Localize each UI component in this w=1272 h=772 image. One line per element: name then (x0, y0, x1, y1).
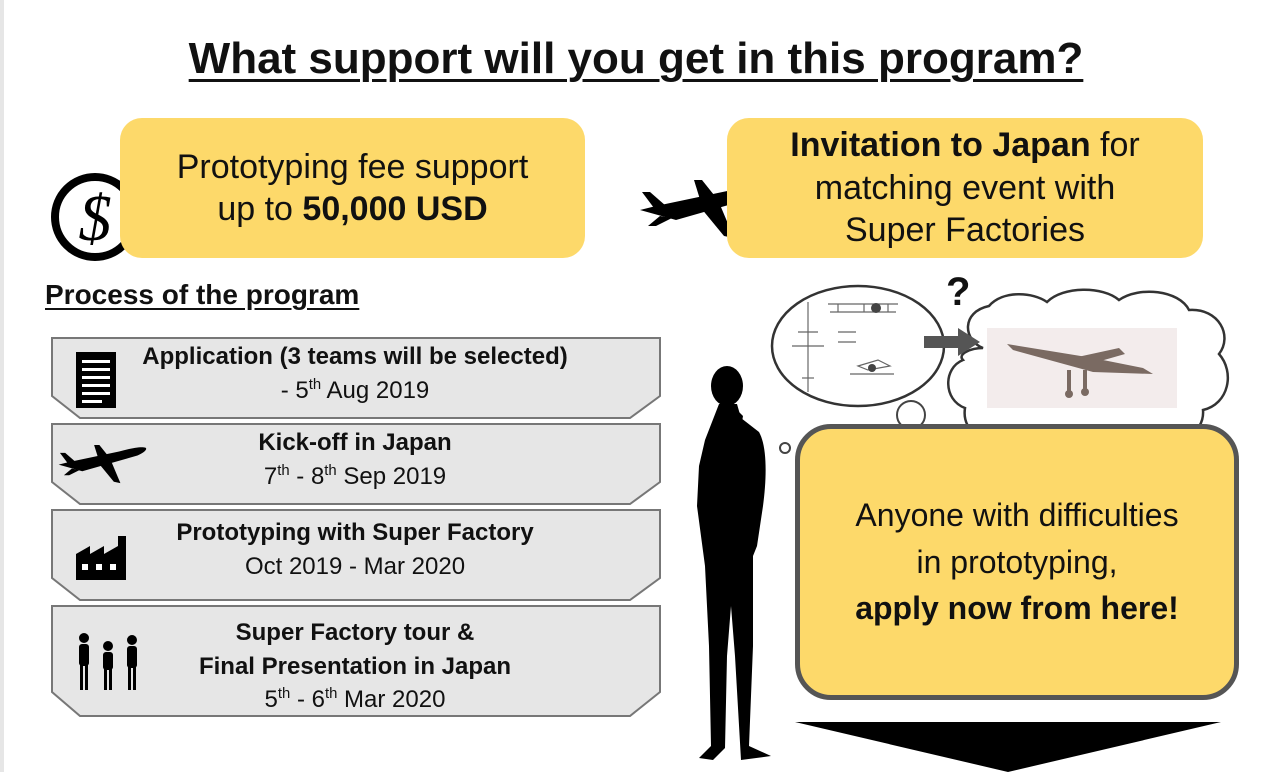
step-title-line-1: Super Factory tour & (235, 619, 475, 646)
left-edge-rule (0, 0, 4, 772)
question-mark: ? (946, 270, 971, 314)
factory-icon (76, 536, 126, 580)
fee-amount: 50,000 USD (302, 190, 488, 228)
apply-line-2: in prototyping, (916, 543, 1118, 580)
invite-line-1: Invitation to Japan for (790, 126, 1140, 165)
thought-bubble-cloud (947, 288, 1230, 456)
invite-line-3: Super Factories (845, 211, 1085, 250)
process-heading: Process of the program (45, 279, 360, 310)
step-title: Prototyping with Super Factory (176, 519, 534, 546)
step-date: Oct 2019 - Mar 2020 (244, 552, 466, 580)
down-arrow-icon (795, 722, 1221, 772)
step-date: 5th - 6th Mar 2020 (264, 686, 446, 714)
step-title: Application (3 teams will be selected) (142, 343, 568, 370)
fee-line-2: up to 50,000 USD (217, 190, 488, 228)
invitation-box: Invitation to Japan for matching event w… (727, 118, 1203, 258)
page-title: What support will you get in this progra… (188, 34, 1084, 83)
arrow-right-icon (924, 328, 980, 356)
process-step-application: Application (3 teams will be selected) -… (50, 336, 662, 420)
apply-line-1: Anyone with difficulties (855, 497, 1179, 534)
apply-now-box[interactable]: Anyone with difficulties in prototyping,… (795, 424, 1239, 700)
svg-text:$: $ (79, 182, 112, 255)
invite-line-2: matching event with (814, 168, 1116, 207)
step-title: Kick-off in Japan (258, 429, 452, 456)
prototyping-fee-box: Prototyping fee support up to 50,000 USD (120, 118, 585, 258)
process-step-final-presentation: Super Factory tour & Final Presentation … (50, 604, 662, 718)
process-step-kickoff: Kick-off in Japan 7th - 8th Sep 2019 (50, 422, 662, 506)
step-title-line-2: Final Presentation in Japan (198, 652, 512, 680)
step-date: 7th - 8th Sep 2019 (263, 462, 447, 490)
document-icon (76, 352, 116, 408)
people-icon (79, 633, 137, 690)
thought-bubble-sketch (770, 284, 946, 408)
thought-bubble-dot (779, 442, 791, 454)
process-step-prototyping: Prototyping with Super Factory Oct 2019 … (50, 508, 662, 602)
thinking-person-silhouette (697, 366, 771, 760)
airplane-icon (58, 444, 147, 484)
apply-line-3[interactable]: apply now from here! (855, 590, 1179, 627)
fee-line-1: Prototyping fee support (176, 147, 529, 186)
step-date: - 5th Aug 2019 (280, 376, 430, 404)
